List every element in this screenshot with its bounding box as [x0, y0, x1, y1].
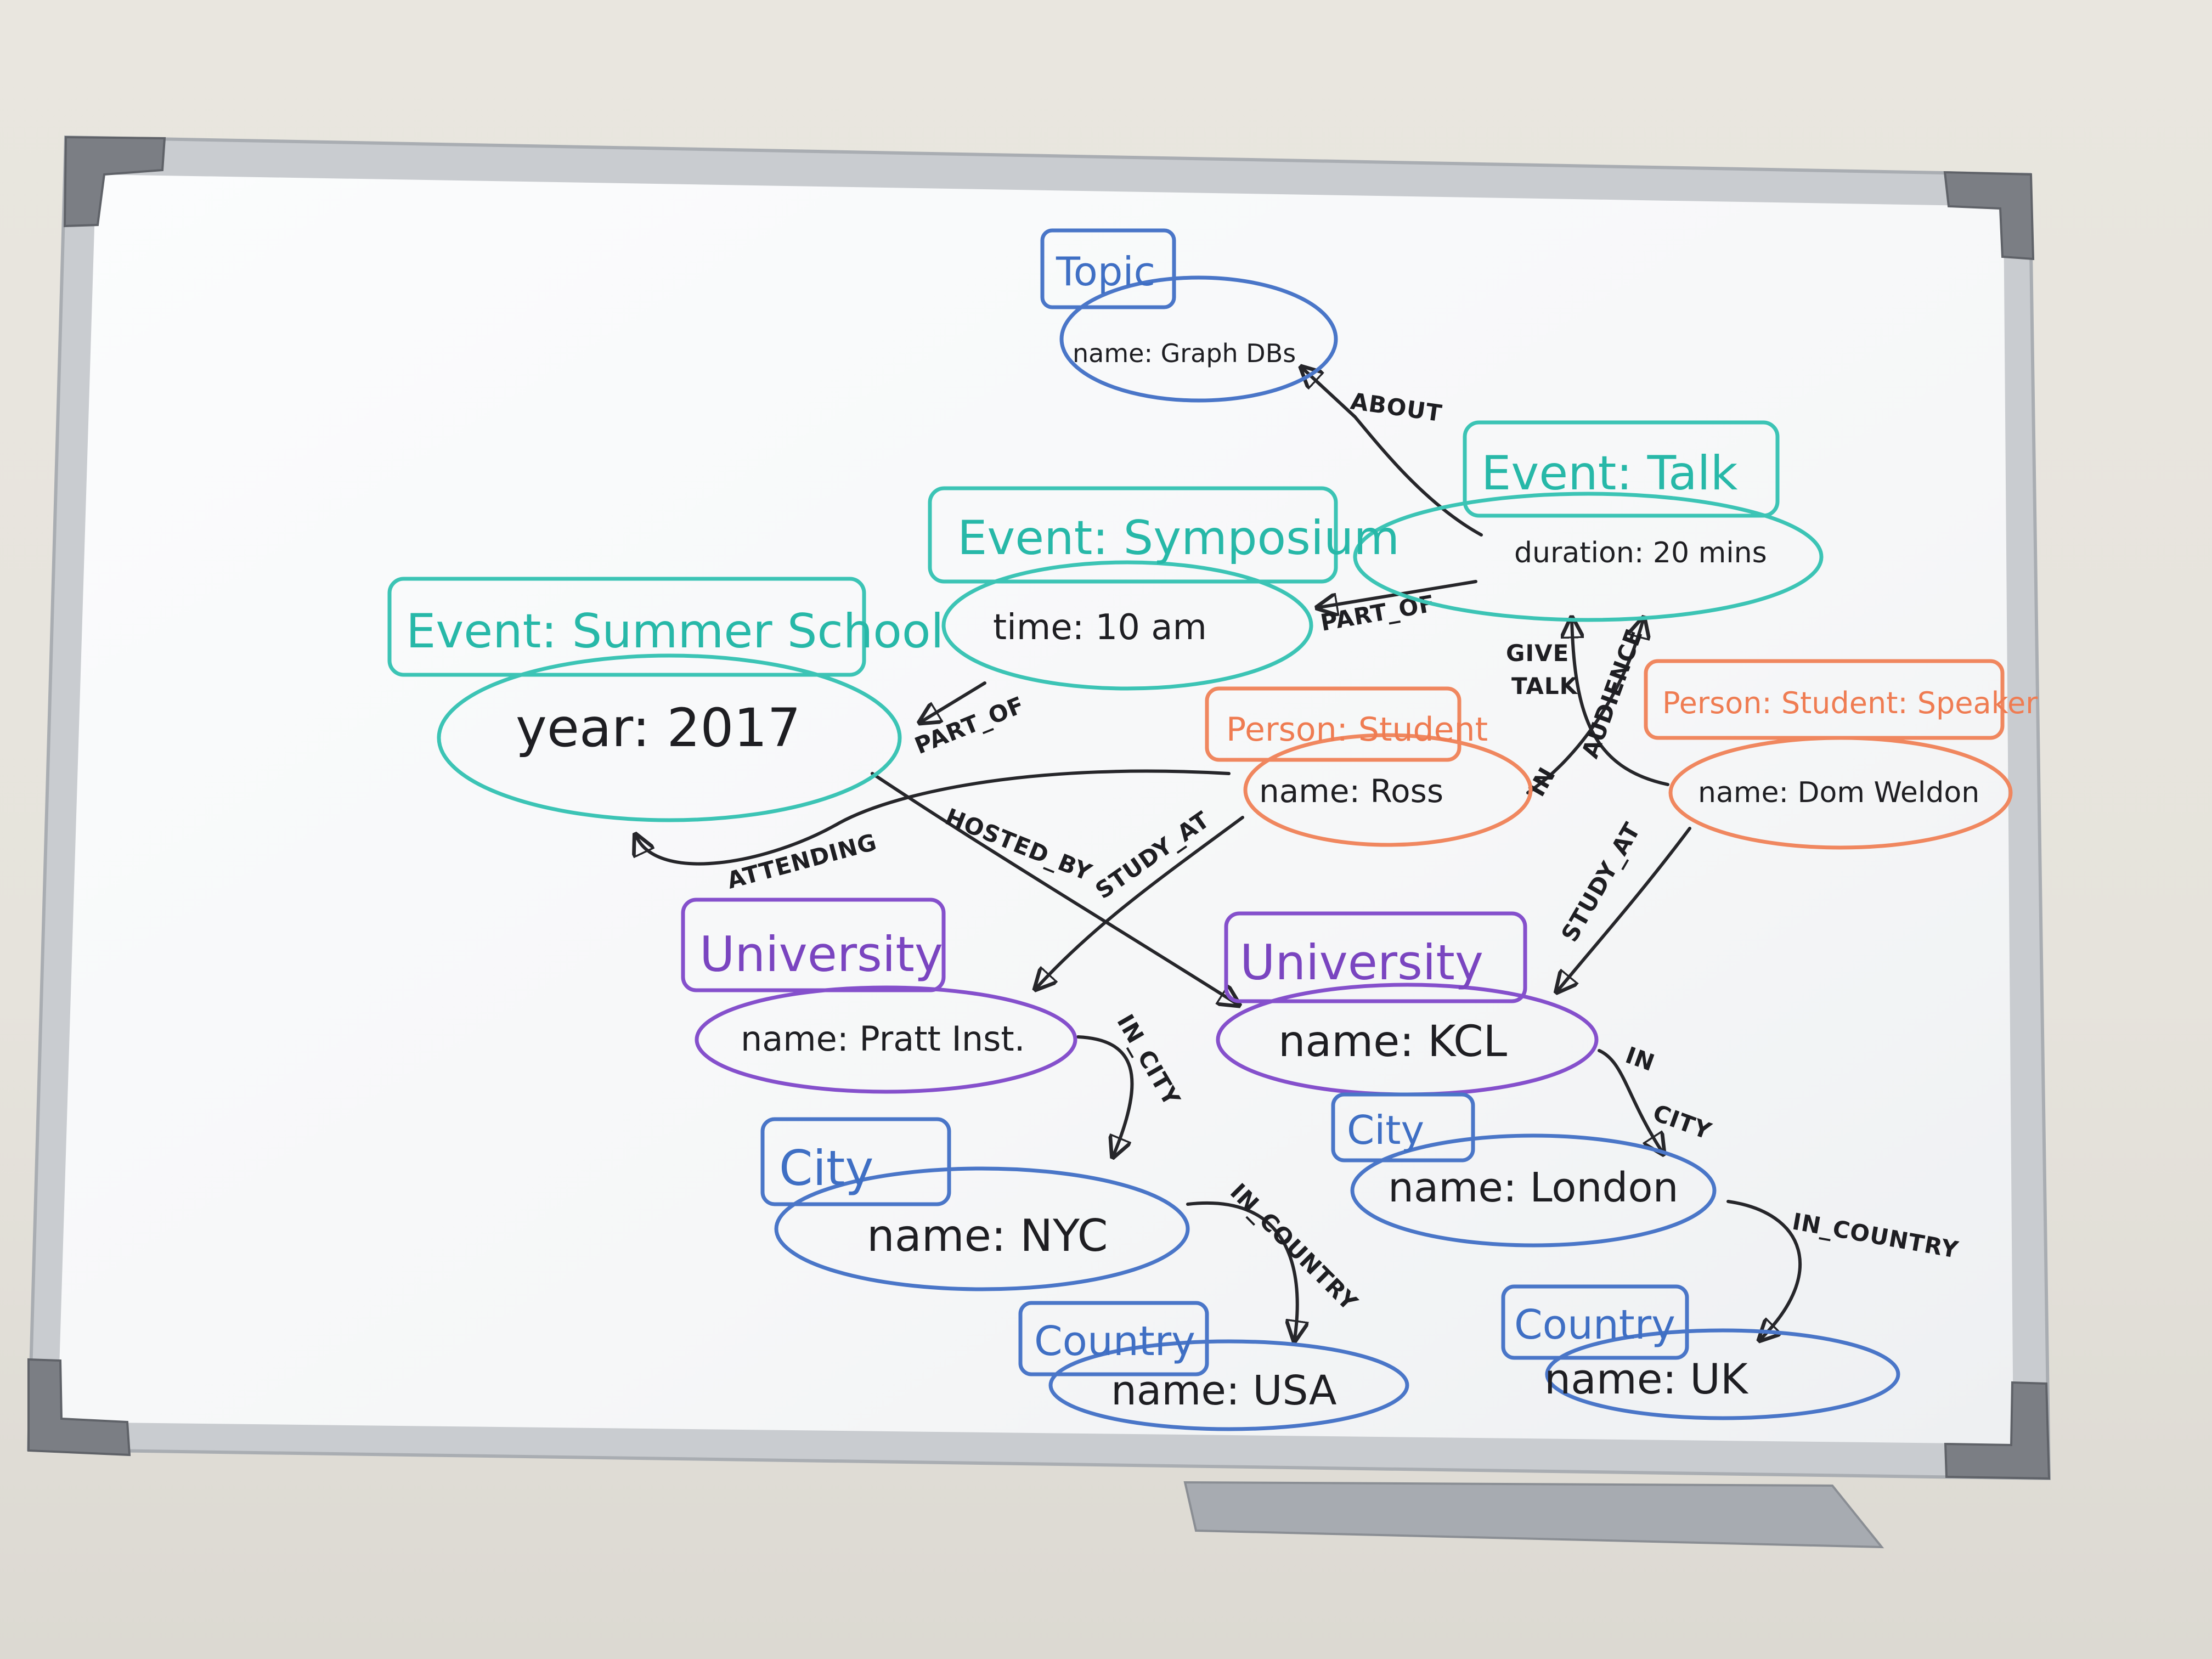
- node-nyc-label-box: [760, 1117, 951, 1206]
- node-summer-school-prop: year: 2017: [516, 697, 801, 759]
- edge-in-city-pratt: [1076, 1035, 1134, 1155]
- node-london-label-box: [1331, 1092, 1475, 1163]
- frame-corner-top-right: [1943, 171, 2035, 261]
- node-student-prop: name: Ross: [1259, 772, 1443, 810]
- node-nyc-ellipse: [774, 1166, 1190, 1291]
- node-university-kcl: University name: KCL: [1216, 911, 1599, 1097]
- frame-corner-bottom-right: [1944, 1381, 2051, 1480]
- node-topic-label-box: [1040, 228, 1176, 309]
- node-symposium-label: Event: Symposium: [957, 511, 1400, 566]
- edge-give-talk: [1572, 620, 1669, 786]
- node-uk-prop: name: UK: [1544, 1355, 1749, 1403]
- node-pratt-prop: name: Pratt Inst.: [741, 1019, 1025, 1059]
- node-topic-prop: name: Graph DBs: [1073, 338, 1296, 368]
- whiteboard-surface: [58, 174, 2013, 1444]
- node-topic-ellipse: [1059, 275, 1338, 403]
- node-speaker-label: Person: Student: Speaker: [1662, 686, 2038, 720]
- node-student-label-box: [1205, 686, 1462, 762]
- frame-corner-top-left: [63, 136, 166, 228]
- node-university-pratt: University name: Pratt Inst.: [681, 898, 1077, 1094]
- frame-corner-bottom-left: [27, 1358, 131, 1457]
- node-nyc-prop: name: NYC: [867, 1210, 1108, 1261]
- node-student-ellipse: [1243, 733, 1533, 847]
- node-country-uk: Country name: UK: [1501, 1284, 1900, 1420]
- node-usa-prop: name: USA: [1111, 1367, 1337, 1414]
- node-london-ellipse: [1350, 1133, 1717, 1248]
- node-usa-label: Country: [1034, 1318, 1195, 1365]
- node-summer-school-label: Event: Summer School: [406, 604, 944, 659]
- node-usa-label-box: [1018, 1301, 1209, 1376]
- node-student-label: Person: Student: [1226, 710, 1488, 749]
- node-symposium-label-box: [928, 486, 1338, 584]
- node-talk-ellipse: [1353, 492, 1824, 622]
- edge-in-audience: [1526, 620, 1643, 794]
- edge-about: [1303, 369, 1483, 537]
- node-kcl-prop: name: KCL: [1278, 1017, 1508, 1066]
- node-person-student: Person: Student name: Ross: [1205, 686, 1533, 847]
- node-speaker-label-box: [1644, 659, 2005, 740]
- node-uk-label-box: [1501, 1284, 1689, 1360]
- edge-symposium-part-of: [922, 681, 986, 721]
- node-london-label: City: [1347, 1107, 1424, 1153]
- node-usa-ellipse: [1048, 1339, 1409, 1431]
- node-topic: Topic name: Graph DBs: [1040, 228, 1338, 403]
- node-talk-label: Event: Talk: [1481, 446, 1738, 501]
- edge-study-at-student: [1037, 816, 1244, 988]
- node-event-symposium: Event: Symposium time: 10 am: [928, 486, 1400, 691]
- node-uk-ellipse: [1545, 1328, 1900, 1420]
- node-talk-prop: duration: 20 mins: [1514, 537, 1767, 569]
- node-city-london: City name: London: [1331, 1092, 1717, 1248]
- node-london-prop: name: London: [1388, 1164, 1679, 1211]
- edge-in-country-nyc: [1186, 1201, 1297, 1339]
- node-topic-label: Topic: [1056, 249, 1155, 295]
- node-talk-label-box: [1463, 420, 1780, 518]
- node-kcl-label-box: [1224, 911, 1527, 1003]
- node-speaker-prop: name: Dom Weldon: [1698, 776, 1979, 809]
- node-summer-school-ellipse: [437, 653, 902, 822]
- edge-hosted-by: [871, 772, 1237, 1004]
- nodes: Topic name: Graph DBs Event: Talk durati…: [387, 228, 2038, 1431]
- node-event-talk: Event: Talk duration: 20 mins: [1353, 420, 1824, 622]
- node-person-student-speaker: Person: Student: Speaker name: Dom Weldo…: [1644, 659, 2038, 850]
- edge-label-give: GIVE: [1506, 640, 1569, 667]
- marker-tray: [1183, 1481, 1884, 1549]
- node-event-summer-school: Event: Summer School year: 2017: [387, 577, 944, 822]
- node-nyc-label: City: [779, 1140, 873, 1197]
- node-summer-school-label-box: [387, 577, 866, 677]
- node-pratt-ellipse: [695, 985, 1077, 1094]
- node-city-nyc: City name: NYC: [760, 1117, 1190, 1291]
- node-symposium-prop: time: 10 am: [993, 607, 1207, 648]
- node-pratt-label-box: [681, 898, 946, 992]
- node-symposium-ellipse: [941, 560, 1313, 691]
- node-uk-label: Country: [1514, 1301, 1675, 1348]
- node-country-usa: Country name: USA: [1018, 1301, 1409, 1431]
- edge-study-at-speaker: [1558, 827, 1691, 990]
- node-pratt-label: University: [699, 926, 943, 983]
- edge-label-talk: TALK: [1511, 673, 1578, 699]
- node-kcl-label: University: [1240, 934, 1483, 991]
- edge-attending: [636, 769, 1231, 866]
- edge-in-city-kcl: [1598, 1049, 1662, 1152]
- edge-in-country-london: [1726, 1200, 1802, 1339]
- whiteboard: [26, 135, 2051, 1481]
